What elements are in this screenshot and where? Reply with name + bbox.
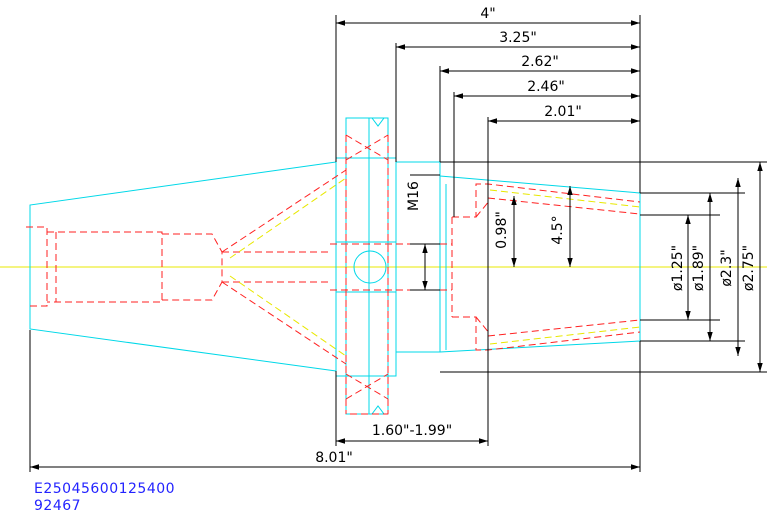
dim-text-45: 4.5° <box>550 215 566 244</box>
dim-text-23: ø2.3" <box>719 249 735 286</box>
dimension-lines <box>30 20 763 470</box>
part-code-secondary: 92467 <box>34 498 82 514</box>
dim-text-range: 1.60"-1.99" <box>372 423 452 439</box>
hidden-lines <box>26 134 641 415</box>
dim-text-275: ø2.75" <box>741 245 757 291</box>
dim-text-801: 8.01" <box>315 450 353 466</box>
dim-text-m16: M16 <box>406 181 422 211</box>
dim-text-4: 4" <box>480 6 495 22</box>
dim-text-098: 0.98" <box>494 211 510 249</box>
dim-text-189: ø1.89" <box>691 245 707 291</box>
inner-lines <box>229 177 641 357</box>
dim-text-125: ø1.25" <box>670 245 686 291</box>
dim-text-201: 2.01" <box>544 104 582 120</box>
dim-text-262: 2.62" <box>521 54 559 70</box>
dim-text-325: 3.25" <box>499 30 537 46</box>
dim-text-246: 2.46" <box>527 79 565 95</box>
part-code-primary: E25045600125400 <box>34 481 176 497</box>
extension-lines <box>29 15 767 472</box>
